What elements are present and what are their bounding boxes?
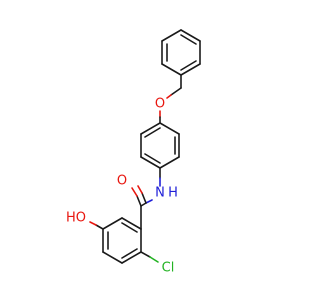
amide-hydrogen-label: H (168, 186, 178, 201)
ring-oh-bond (95, 224, 104, 230)
chlorine-label: Cl (162, 261, 175, 276)
n-carbonyl-bond-blue (145, 199, 153, 204)
amide-oxygen-label: O (117, 174, 127, 189)
benzyl-ring (161, 29, 201, 76)
ether-oxygen-label: O (155, 97, 165, 112)
ring-cl-bond (140, 251, 151, 258)
hydroxyl-label: HO (66, 211, 86, 226)
carbonyl-bond-b (141, 192, 147, 204)
carbonyl-bond-b-red (137, 185, 143, 194)
molecule-canvas: O N H O HO Cl (66, 29, 201, 276)
carbonyl-bond-a (136, 195, 142, 207)
ring-cl-bond-green (149, 256, 159, 263)
ring-oh-bond-red (89, 221, 97, 226)
structure-diagram: O N H O HO Cl (66, 29, 201, 276)
n-carbonyl-bond (140, 202, 147, 207)
ch2-o-bond-red (166, 94, 172, 99)
phenylene-ring (140, 122, 180, 169)
ch2-o-bond (170, 87, 182, 96)
amide-nitrogen-label: N (155, 186, 165, 201)
carbonyl-bond-a-red (131, 187, 138, 197)
chlorophenol-ring (102, 217, 142, 264)
